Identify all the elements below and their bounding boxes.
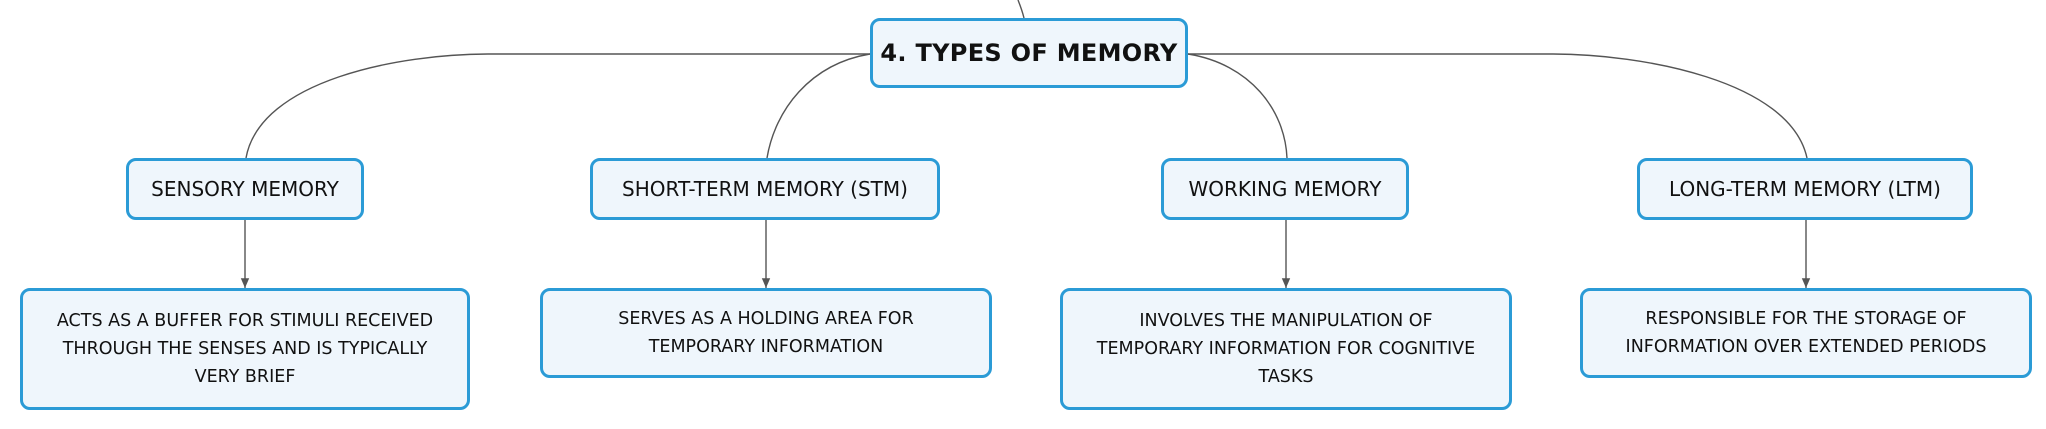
root-node-types-of-memory[interactable]: 4. TYPES OF MEMORY xyxy=(870,18,1188,88)
description-text: SERVES AS A HOLDING AREA FOR TEMPORARY I… xyxy=(618,309,914,357)
node-sensory-memory[interactable]: SENSORY MEMORY xyxy=(126,158,364,220)
description-text: INVOLVES THE MANIPULATION OF TEMPORARY I… xyxy=(1096,311,1476,387)
description-text: RESPONSIBLE FOR THE STORAGE OF INFORMATI… xyxy=(1625,309,1987,357)
node-long-term-memory[interactable]: LONG-TERM MEMORY (LTM) xyxy=(1637,158,1973,220)
description-short-term-memory[interactable]: SERVES AS A HOLDING AREA FOR TEMPORARY I… xyxy=(540,288,992,378)
connector-root-stm xyxy=(766,53,871,159)
connector-root-working xyxy=(1187,53,1288,159)
connector-root-parent xyxy=(1017,0,1025,19)
node-label: LONG-TERM MEMORY (LTM) xyxy=(1669,177,1941,201)
node-label: SENSORY MEMORY xyxy=(151,177,339,201)
node-label: WORKING MEMORY xyxy=(1188,177,1382,201)
node-working-memory[interactable]: WORKING MEMORY xyxy=(1161,158,1409,220)
connector-root-sensory xyxy=(245,53,870,159)
description-long-term-memory[interactable]: RESPONSIBLE FOR THE STORAGE OF INFORMATI… xyxy=(1580,288,2032,378)
description-sensory-memory[interactable]: ACTS AS A BUFFER FOR STIMULI RECEIVED TH… xyxy=(20,288,470,410)
description-text: ACTS AS A BUFFER FOR STIMULI RECEIVED TH… xyxy=(56,311,434,387)
connector-root-ltm xyxy=(1188,53,1808,159)
node-label: SHORT-TERM MEMORY (STM) xyxy=(622,177,908,201)
description-working-memory[interactable]: INVOLVES THE MANIPULATION OF TEMPORARY I… xyxy=(1060,288,1512,410)
node-short-term-memory[interactable]: SHORT-TERM MEMORY (STM) xyxy=(590,158,940,220)
root-title: 4. TYPES OF MEMORY xyxy=(880,39,1178,67)
